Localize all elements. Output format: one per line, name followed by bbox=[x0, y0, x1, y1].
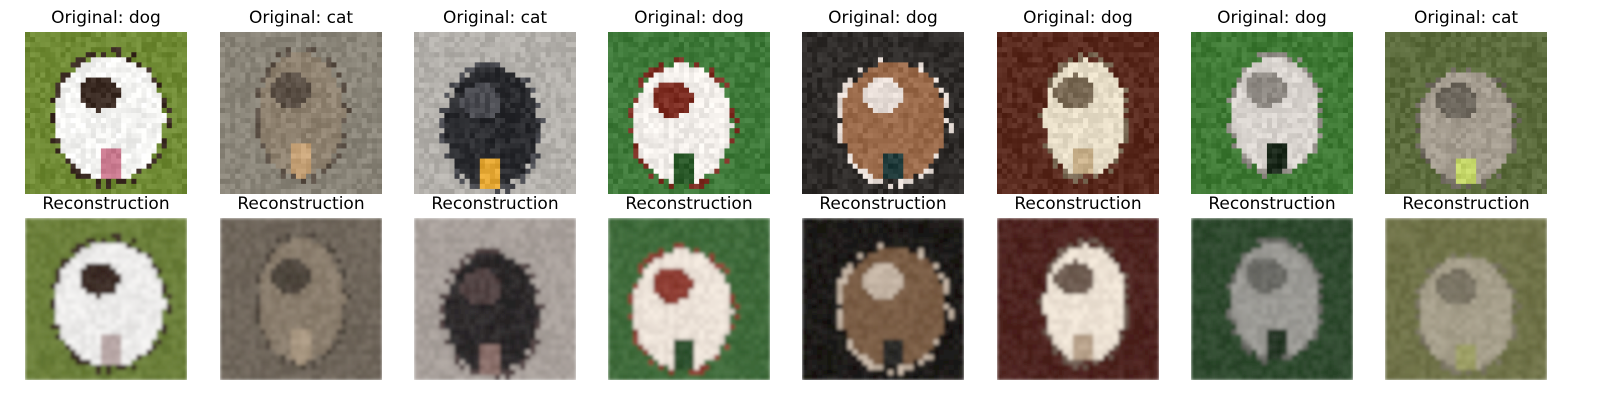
reconstruction-caption: Reconstruction bbox=[625, 194, 753, 214]
reconstruction-caption: Reconstruction bbox=[42, 194, 170, 214]
original-image bbox=[220, 32, 382, 194]
original-image bbox=[25, 32, 187, 194]
reconstruction-caption: Reconstruction bbox=[1208, 194, 1336, 214]
original-image bbox=[997, 32, 1159, 194]
reconstruction-image bbox=[414, 218, 576, 380]
reconstruction-image bbox=[25, 218, 187, 380]
original-caption: Original: dog bbox=[51, 8, 161, 28]
reconstruction-image bbox=[997, 218, 1159, 380]
reconstruction-caption: Reconstruction bbox=[1014, 194, 1142, 214]
reconstruction-image bbox=[608, 218, 770, 380]
reconstruction-image bbox=[802, 218, 964, 380]
original-caption: Original: dog bbox=[1217, 8, 1327, 28]
reconstruction-caption: Reconstruction bbox=[237, 194, 365, 214]
original-caption: Original: cat bbox=[1413, 8, 1519, 28]
original-image bbox=[802, 32, 964, 194]
reconstruction-image bbox=[220, 218, 382, 380]
original-image bbox=[608, 32, 770, 194]
reconstruction-caption: Reconstruction bbox=[1402, 194, 1530, 214]
reconstruction-image bbox=[1191, 218, 1353, 380]
original-image bbox=[1191, 32, 1353, 194]
reconstruction-image bbox=[1385, 218, 1547, 380]
reconstruction-caption: Reconstruction bbox=[819, 194, 947, 214]
original-caption: Original: cat bbox=[442, 8, 548, 28]
original-caption: Original: dog bbox=[1023, 8, 1133, 28]
original-caption: Original: cat bbox=[248, 8, 354, 28]
reconstruction-caption: Reconstruction bbox=[431, 194, 559, 214]
original-caption: Original: dog bbox=[634, 8, 744, 28]
original-caption: Original: dog bbox=[828, 8, 938, 28]
original-image bbox=[1385, 32, 1547, 194]
original-image bbox=[414, 32, 576, 194]
